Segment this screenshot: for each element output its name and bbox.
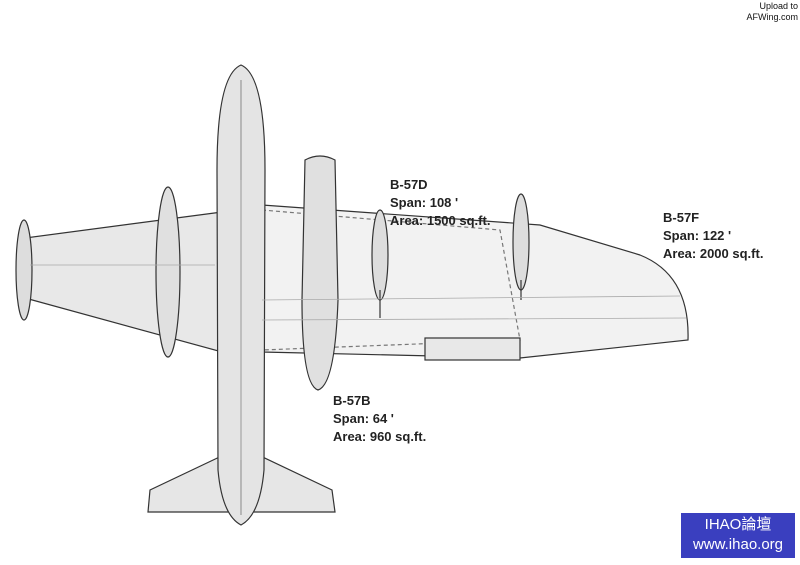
area-text: Area: 1500 sq.ft. [390, 213, 491, 228]
upload-note-line2: AFWing.com [746, 12, 798, 22]
label-b57f: B-57F Span: 122 ' Area: 2000 sq.ft. [663, 209, 763, 263]
label-b57d: B-57D Span: 108 ' Area: 1500 sq.ft. [390, 176, 490, 230]
watermark-line1: IHAO論壇 [704, 516, 772, 533]
engine-outboard-1 [371, 209, 389, 301]
variant-name: B-57D [390, 177, 428, 192]
variant-name: B-57F [663, 210, 700, 225]
engine-b57d-inboard [301, 155, 339, 391]
label-b57b: B-57B Span: 64 ' Area: 960 sq.ft. [333, 392, 426, 446]
upload-note-line1: Upload to [759, 1, 798, 11]
area-text: Area: 960 sq.ft. [333, 429, 427, 444]
span-text: Span: 122 ' [663, 228, 732, 243]
watermark-line2: www.ihao.org [692, 536, 784, 553]
area-text: Area: 2000 sq.ft. [663, 246, 764, 261]
variant-name: B-57B [333, 393, 371, 408]
engine-left [155, 186, 181, 358]
engine-outboard-2 [512, 193, 530, 291]
span-text: Span: 64 ' [333, 411, 394, 426]
tip-tank [15, 219, 33, 321]
span-text: Span: 108 ' [390, 195, 459, 210]
upload-note: Upload to AFWing.com [746, 1, 798, 23]
left-wing [24, 211, 223, 353]
watermark: IHAO論壇 www.ihao.org [681, 513, 795, 558]
